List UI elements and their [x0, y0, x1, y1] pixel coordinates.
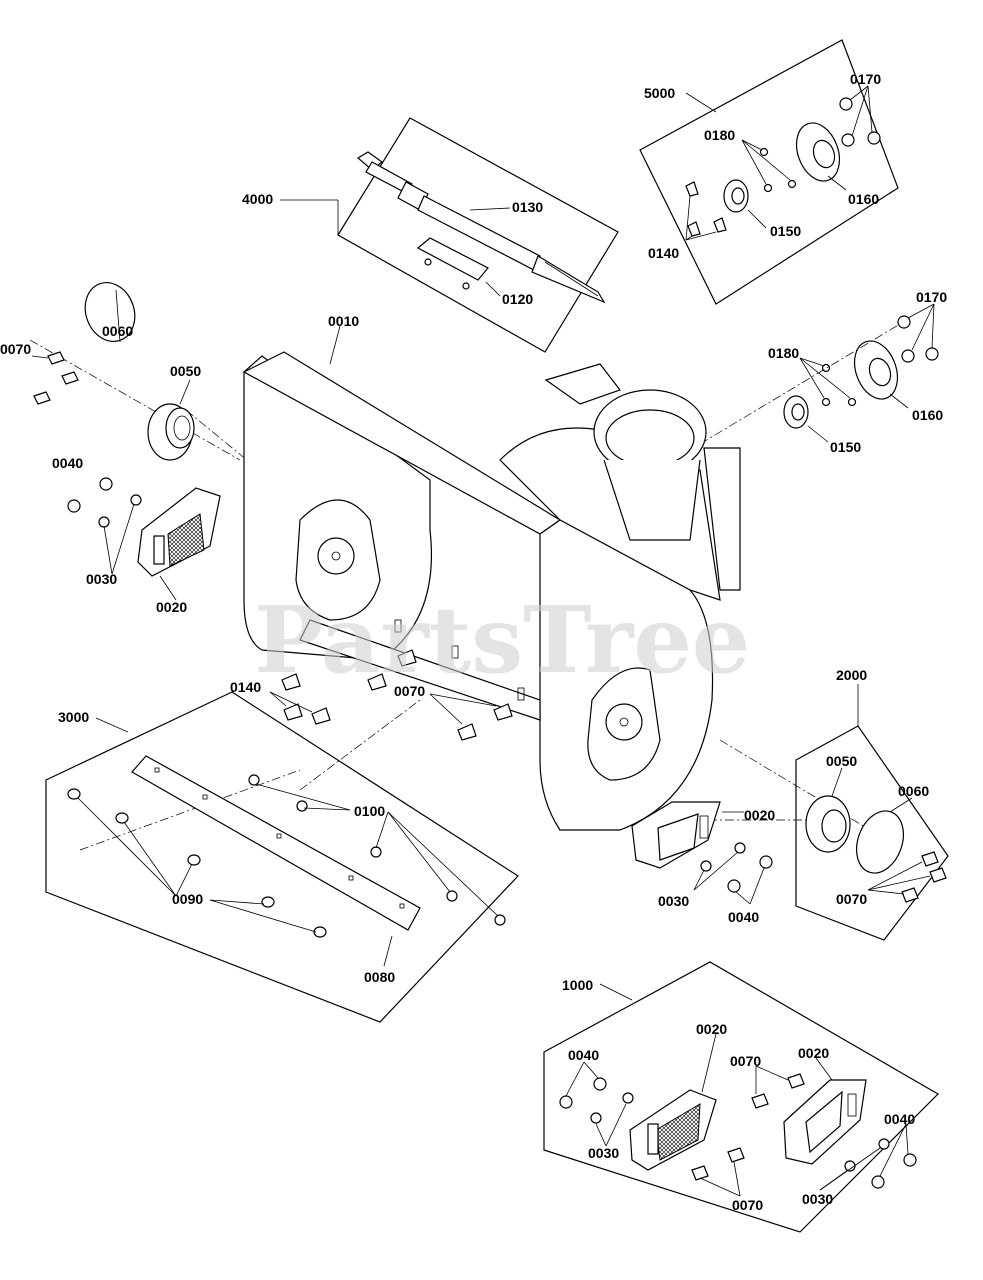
bolts-0070b[interactable]	[457, 703, 513, 741]
washers-0030b[interactable]	[700, 842, 746, 872]
cover-plate-0060b[interactable]	[848, 804, 911, 879]
nuts-0040d[interactable]	[871, 1153, 917, 1189]
watermark: PartsTree	[254, 586, 750, 694]
kit-box-3000	[45, 691, 519, 1023]
washers-0180a[interactable]	[759, 147, 797, 193]
washers-0030c[interactable]	[590, 1092, 634, 1124]
label-0040d: 0040	[884, 1111, 915, 1127]
nuts-0170a[interactable]	[839, 97, 881, 147]
label-5000: 5000	[644, 85, 675, 101]
shave-plate-0020c[interactable]	[629, 1089, 717, 1171]
label-0170a: 0170	[850, 71, 881, 87]
bearing-flange-0050b[interactable]	[805, 795, 851, 853]
label-4000: 4000	[242, 191, 273, 207]
bolts-0140a[interactable]	[685, 181, 727, 237]
label-0070a: 0070	[0, 341, 31, 357]
label-0070c: 0070	[836, 891, 867, 907]
bolts-0070e[interactable]	[691, 1147, 745, 1181]
label-0130: 0130	[512, 199, 543, 215]
flange-part-0160a[interactable]	[789, 117, 847, 187]
auger-housing-0010[interactable]	[242, 351, 741, 831]
bearing-part-0150b[interactable]	[783, 395, 809, 429]
scraper-bar-0080[interactable]	[131, 755, 421, 931]
label-0180a: 0180	[704, 127, 735, 143]
label-0020d: 0020	[798, 1045, 829, 1061]
washers-0030d[interactable]	[844, 1138, 890, 1172]
label-0050b: 0050	[826, 753, 857, 769]
label-3000: 3000	[58, 709, 89, 725]
label-0010: 0010	[328, 313, 359, 329]
nuts-0100[interactable]	[248, 774, 506, 926]
flange-part-0160b[interactable]	[847, 335, 905, 405]
shave-plate-0020d[interactable]	[783, 1079, 867, 1165]
label-0140a: 0140	[648, 245, 679, 261]
bolts-0070c[interactable]	[901, 851, 947, 903]
bolts-0070d[interactable]	[751, 1073, 805, 1109]
label-0030a: 0030	[86, 571, 117, 587]
kit-box-1000	[543, 961, 939, 1233]
label-0040b: 0040	[728, 909, 759, 925]
label-0150b: 0150	[830, 439, 861, 455]
washers-0180b[interactable]	[821, 363, 857, 407]
nuts-0170b[interactable]	[897, 315, 939, 363]
label-0070e: 0070	[732, 1197, 763, 1213]
nuts-0040a[interactable]	[67, 477, 113, 513]
bolts-0140b[interactable]	[281, 649, 417, 725]
bearing-flange-0050a[interactable]	[147, 403, 195, 461]
label-0020b: 0020	[744, 807, 775, 823]
label-0020a: 0020	[156, 599, 187, 615]
label-0040c: 0040	[568, 1047, 599, 1063]
label-0070d: 0070	[730, 1053, 761, 1069]
label-0060b: 0060	[898, 783, 929, 799]
shave-plate-0020b[interactable]	[631, 801, 721, 869]
label-0170b: 0170	[916, 289, 947, 305]
label-0080: 0080	[364, 969, 395, 985]
label-0100: 0100	[354, 803, 385, 819]
label-0160b: 0160	[912, 407, 943, 423]
label-0020c: 0020	[696, 1021, 727, 1037]
label-0090: 0090	[172, 891, 203, 907]
label-0040a: 0040	[52, 455, 83, 471]
nuts-0040b[interactable]	[727, 855, 773, 893]
key-part-0120[interactable]	[416, 237, 501, 297]
label-0030b: 0030	[658, 893, 689, 909]
label-0050a: 0050	[170, 363, 201, 379]
shave-plate-0020a[interactable]	[137, 487, 221, 577]
carriage-bolts-0090[interactable]	[67, 788, 327, 938]
label-0180b: 0180	[768, 345, 799, 361]
nuts-0040c[interactable]	[559, 1077, 607, 1109]
shaft-part-0130[interactable]	[356, 151, 606, 304]
kit-box-4000	[280, 117, 619, 353]
bearing-part-0150a[interactable]	[723, 179, 749, 213]
label-0030d: 0030	[802, 1191, 833, 1207]
label-0060a: 0060	[102, 323, 133, 339]
kit-box-5000	[639, 39, 899, 305]
washers-0030a[interactable]	[98, 494, 142, 528]
label-0160a: 0160	[848, 191, 879, 207]
label-0030c: 0030	[588, 1145, 619, 1161]
bolts-0070a[interactable]	[33, 351, 79, 405]
label-0070b: 0070	[394, 683, 425, 699]
label-2000: 2000	[836, 667, 867, 683]
label-0140b: 0140	[230, 679, 261, 695]
label-0120: 0120	[502, 291, 533, 307]
label-1000: 1000	[562, 977, 593, 993]
label-0150a: 0150	[770, 223, 801, 239]
